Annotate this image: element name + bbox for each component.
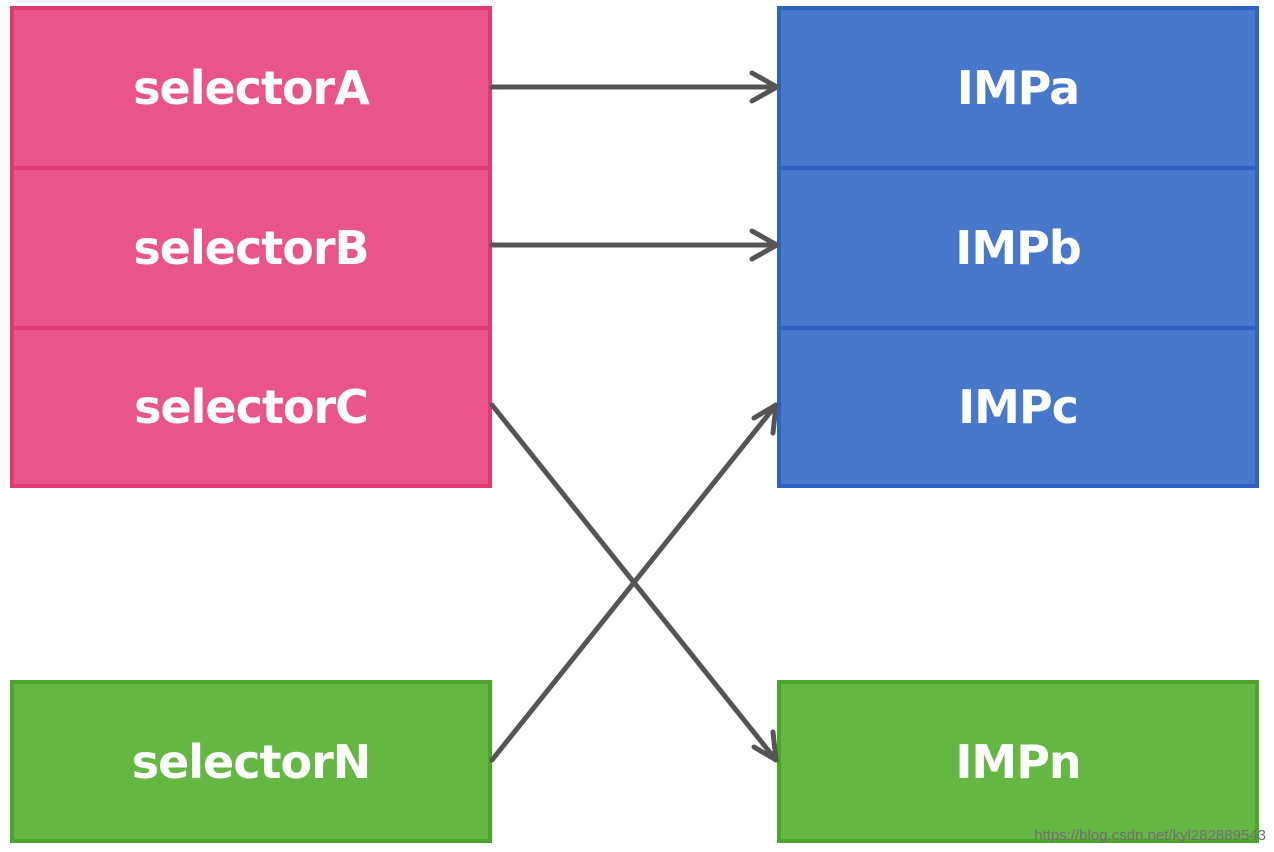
selector-n-label: selectorN	[131, 734, 372, 789]
imp-c-label: IMPc	[958, 380, 1079, 434]
imp-n-box: IMPn	[777, 680, 1259, 843]
selector-c-label: selectorC	[134, 380, 369, 434]
edge-selectorb-impb	[489, 228, 780, 262]
selector-a-box: selectorA	[10, 6, 492, 170]
selector-n-box: selectorN	[10, 680, 492, 843]
imp-c-box: IMPc	[777, 326, 1259, 488]
edge-selectorn-impc	[489, 402, 779, 763]
imp-b-box: IMPb	[777, 166, 1259, 330]
edge-selectorc-impn	[489, 402, 779, 763]
selector-b-label: selectorB	[133, 221, 369, 275]
edge-selectora-impa	[489, 70, 780, 104]
watermark-text: https://blog.csdn.net/kyl282889543	[1034, 827, 1266, 844]
imp-a-label: IMPa	[956, 61, 1080, 115]
imp-a-box: IMPa	[777, 6, 1259, 170]
imp-b-label: IMPb	[955, 221, 1082, 275]
selector-a-label: selectorA	[133, 61, 370, 115]
imp-n-label: IMPn	[955, 734, 1081, 789]
selector-b-box: selectorB	[10, 166, 492, 330]
selector-c-box: selectorC	[10, 326, 492, 488]
